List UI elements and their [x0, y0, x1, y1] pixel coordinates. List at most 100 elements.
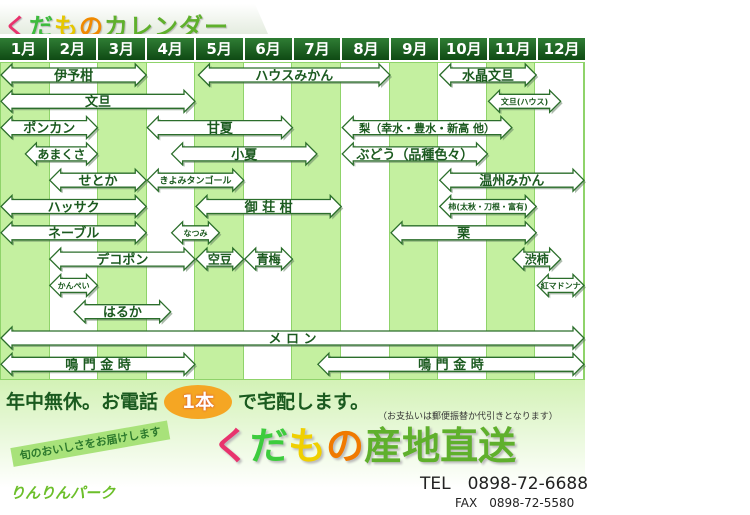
arrow-shape	[0, 325, 585, 351]
arrow-shape	[438, 167, 585, 193]
arrow-shape	[73, 299, 172, 325]
colored-char: く	[212, 424, 251, 468]
season-label: メ ロ ン	[268, 332, 316, 347]
season-arrow: せとか	[48, 167, 149, 194]
season-label: 梨（幸水・豊水・新高 他）	[358, 121, 495, 135]
season-arrow: ポンカン	[0, 115, 100, 141]
season-label: 栗	[457, 227, 470, 242]
colored-char: 産地直送	[364, 424, 517, 468]
arrow-shape	[0, 220, 148, 246]
arrow-shape	[146, 115, 294, 141]
month-4: 4月	[146, 38, 194, 60]
arrow-shape	[197, 62, 391, 88]
colored-char: だ	[29, 13, 54, 41]
season-arrow: 紅マドンナ	[536, 272, 586, 299]
season-arrow: ハウスみかん	[197, 62, 392, 88]
direct-from-farm-heading: くだもの産地直送	[212, 424, 516, 468]
month-3: 3月	[97, 38, 145, 60]
arrow-shape	[0, 62, 148, 88]
season-label: 伊予柑	[53, 68, 93, 84]
season-arrow: 鳴 門 金 時	[0, 351, 197, 378]
season-label: 鳴 門 金 時	[418, 357, 484, 373]
season-label: 甘夏	[207, 121, 234, 137]
season-label: 紅マドンナ	[541, 280, 581, 290]
month-column	[147, 63, 196, 379]
calendar-title: くだものカレンダー	[4, 7, 229, 41]
season-label: なつみ	[184, 229, 208, 238]
season-arrow: 栗	[390, 220, 539, 246]
season-arrow: 水晶文旦	[438, 62, 539, 88]
title-tab: くだものカレンダー	[0, 4, 268, 34]
month-1: 1月	[0, 38, 47, 60]
month-column	[438, 63, 487, 379]
season-label: せとか	[78, 174, 117, 189]
season-arrow: 梨（幸水・豊水・新高 他）	[341, 115, 514, 141]
arrow-shape	[48, 167, 148, 193]
month-column	[50, 63, 99, 379]
arrow-shape	[341, 141, 489, 167]
season-label: 小夏	[231, 148, 258, 163]
rinrin-park-logo: りんりんパーク	[10, 484, 116, 502]
arrow-shape	[0, 115, 99, 141]
arrow-shape	[0, 88, 196, 114]
arrow-shape	[243, 246, 294, 272]
month-11: 11月	[489, 38, 537, 60]
season-label: 御 荘 柑	[244, 199, 293, 215]
season-label: ネーブル	[48, 226, 99, 242]
payment-note: （お支払いは郵便振替か代引きとなります）	[378, 412, 558, 422]
arrow-shape	[170, 141, 318, 167]
season-arrow: 文旦	[0, 88, 197, 115]
season-arrow: ネーブル	[0, 220, 149, 246]
arrow-shape	[438, 193, 538, 220]
season-arrow: きよみタンゴール	[146, 167, 246, 194]
arrow-shape	[0, 193, 148, 220]
one-call-badge: 1本	[164, 385, 233, 419]
season-label: ハッサク	[48, 200, 100, 215]
season-arrow: 空豆	[195, 246, 246, 273]
arrow-shape	[511, 246, 562, 272]
slogan-text-a: 年中無休。お電話	[6, 391, 159, 413]
month-9: 9月	[391, 38, 439, 60]
arrow-shape	[48, 272, 99, 298]
arrow-shape	[341, 115, 513, 141]
season-arrow: 甘夏	[146, 115, 295, 141]
season-arrow: はるか	[73, 299, 173, 325]
season-label: ハウスみかん	[255, 69, 333, 84]
season-arrow: 文旦(ハウス)	[487, 88, 563, 115]
arrow-shape	[146, 167, 245, 193]
colored-char: の	[79, 13, 104, 41]
month-column	[341, 63, 390, 379]
season-label: 文旦(ハウス)	[501, 96, 548, 106]
month-column	[195, 63, 244, 379]
season-label: 柿(太秋・刀根・富有)	[448, 202, 527, 212]
season-arrow: かんぺい	[48, 272, 100, 299]
month-column	[244, 63, 293, 379]
season-arrow: 温州みかん	[438, 167, 586, 194]
month-8: 8月	[342, 38, 390, 60]
arrow-shape	[0, 351, 196, 377]
arrow-shape	[48, 246, 196, 272]
season-label: あまくさ	[37, 147, 85, 161]
fax-number: FAX 0898-72-5580	[455, 496, 575, 510]
tel-number: TEL 0898-72-6688	[420, 474, 589, 494]
season-label: デコポン	[96, 252, 148, 268]
slogan-text-b: で宅配します。	[238, 391, 370, 413]
month-column	[535, 63, 584, 379]
season-label: 青梅	[257, 252, 281, 267]
colored-char: カレンダー	[104, 13, 229, 41]
season-label: ぶどう（品種色々）	[355, 147, 473, 163]
arrow-shape	[195, 246, 245, 272]
calendar-grid	[0, 62, 585, 380]
season-label: 水晶文旦	[462, 68, 514, 84]
month-2: 2月	[48, 38, 96, 60]
month-column	[389, 63, 439, 379]
season-label: 温州みかん	[479, 174, 544, 189]
month-column	[486, 63, 536, 379]
month-column	[292, 63, 342, 379]
season-arrow: 柿(太秋・刀根・富有)	[438, 193, 539, 220]
month-7: 7月	[293, 38, 341, 60]
colored-char: だ	[250, 424, 289, 468]
arrow-shape	[536, 272, 585, 298]
season-arrow: ハッサク	[0, 193, 149, 220]
